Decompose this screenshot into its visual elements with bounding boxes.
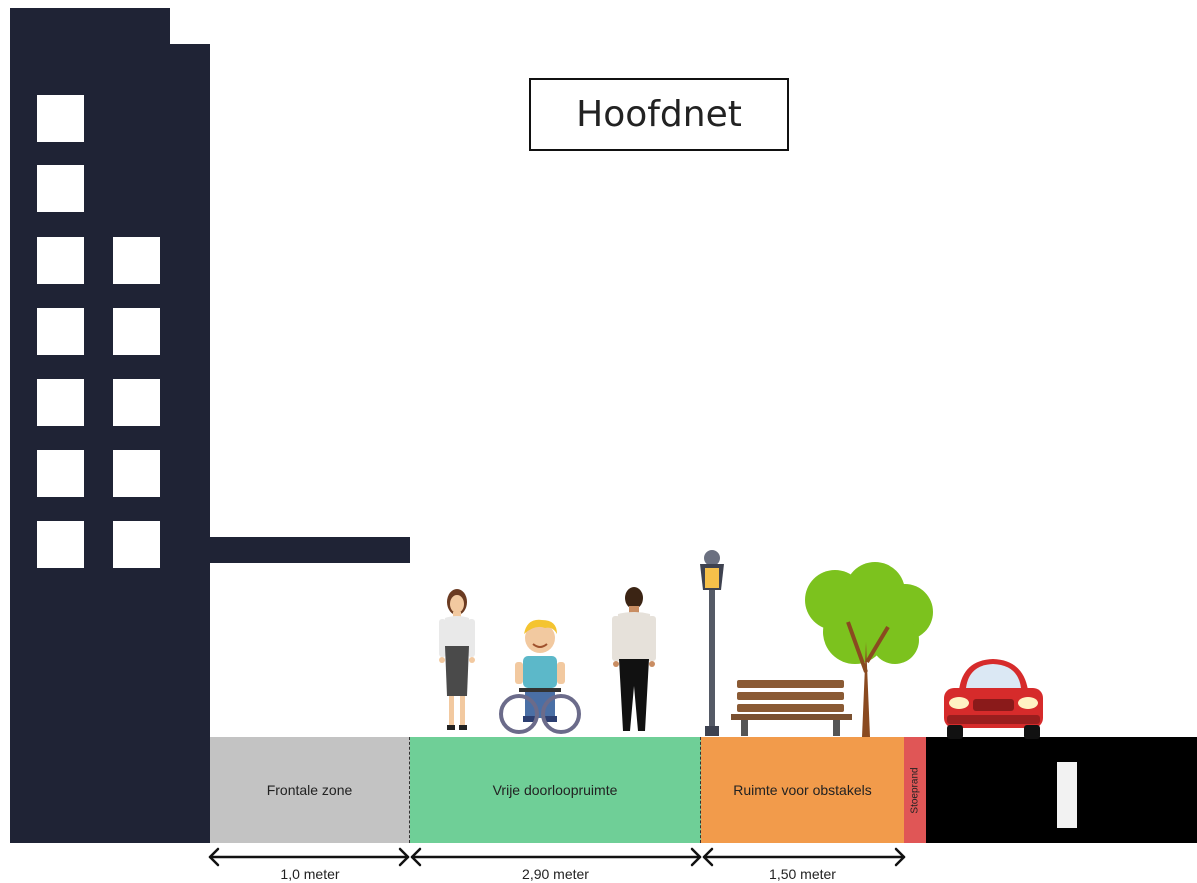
tree-icon — [805, 562, 933, 737]
zone-stoeprand: Stoeprand — [904, 737, 926, 843]
zone-frontale-label: Frontale zone — [266, 782, 353, 798]
building-window — [113, 521, 160, 568]
dimension-label-obstakels: 1,50 meter — [769, 866, 836, 882]
page-title: Hoofdnet — [529, 78, 789, 151]
zone-vrije-label: Vrije doorloopruimte — [492, 782, 618, 798]
building-window — [37, 450, 84, 497]
building-window — [113, 379, 160, 426]
building-window — [113, 237, 160, 284]
bench-icon — [731, 680, 852, 736]
zone-obstakels: Ruimte voor obstakels — [701, 737, 904, 843]
street-lamp-icon — [700, 550, 724, 736]
road-marking — [1057, 762, 1077, 828]
building-window — [37, 95, 84, 142]
building-window — [37, 521, 84, 568]
zone-vrije-doorloopruimte: Vrije doorloopruimte — [410, 737, 701, 843]
building-window — [113, 308, 160, 355]
wheelchair-user-icon — [499, 619, 581, 734]
dimension-label-vrije: 2,90 meter — [522, 866, 589, 882]
building-window — [37, 237, 84, 284]
building-window — [37, 379, 84, 426]
man-pedestrian-icon — [612, 587, 656, 731]
zone-obstakels-label: Ruimte voor obstakels — [733, 782, 872, 798]
zone-frontale: Frontale zone — [210, 737, 410, 843]
dimension-label-frontale: 1,0 meter — [280, 866, 340, 882]
zone-stoeprand-label: Stoeprand — [909, 766, 921, 814]
car-icon — [944, 659, 1043, 739]
woman-pedestrian-icon — [439, 589, 475, 730]
building-window — [113, 450, 160, 497]
building-window — [37, 165, 84, 212]
building-window — [37, 308, 84, 355]
